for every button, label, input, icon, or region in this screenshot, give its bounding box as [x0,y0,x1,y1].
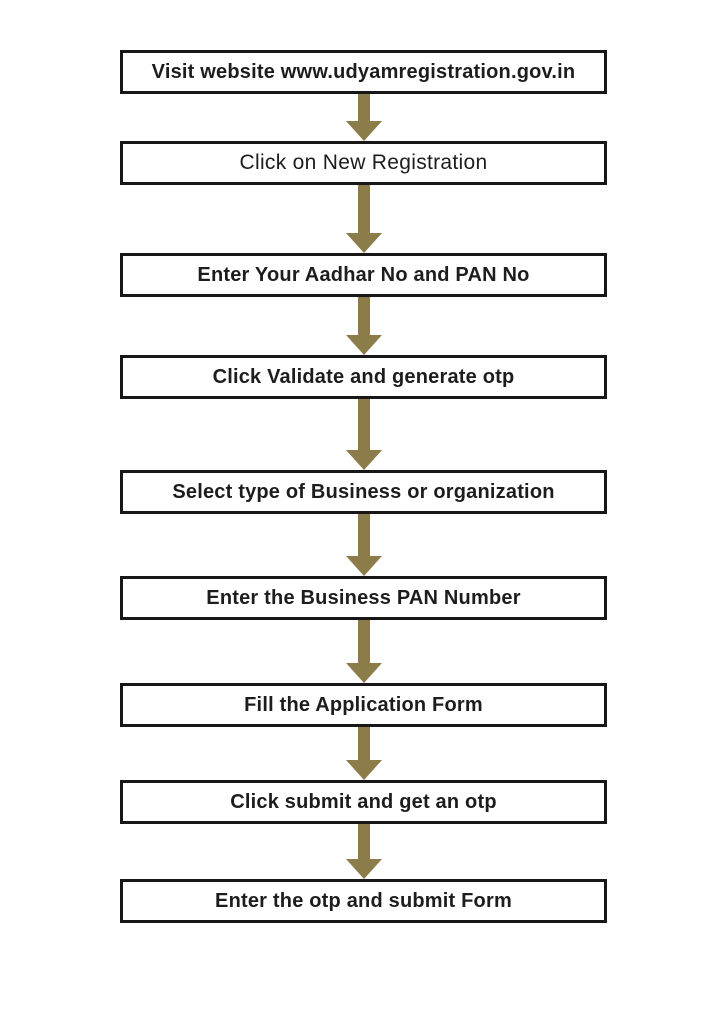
arrow-stem [357,727,370,760]
flow-step-box-7: Fill the Application Form [120,683,607,727]
flow-step-box-4: Click Validate and generate otp [120,355,607,399]
arrow-head [345,233,382,253]
flow-step-box-8: Click submit and get an otp [120,780,607,824]
flow-step-label: Visit website www.udyamregistration.gov.… [151,60,576,83]
arrow-head [345,335,382,355]
down-arrow-icon [345,514,382,576]
down-arrow-icon [345,185,382,253]
flow-step-label: Enter the Business PAN Number [206,586,521,609]
down-arrow-icon [345,399,382,470]
arrow-stem [357,94,370,121]
flow-step-box-5: Select type of Business or organization [120,470,607,514]
arrow-stem [357,824,370,859]
flow-step-label: Click submit and get an otp [230,790,497,813]
down-arrow-icon [345,620,382,683]
arrow-head [345,663,382,683]
flow-step-label: Fill the Application Form [244,693,483,716]
flow-step-label: Click Validate and generate otp [212,365,515,388]
flow-step-box-1: Visit website www.udyamregistration.gov.… [120,50,607,94]
arrow-stem [357,297,370,335]
down-arrow-icon [345,727,382,780]
arrow-stem [357,514,370,556]
flow-step-box-2: Click on New Registration [120,141,607,185]
arrow-stem [357,185,370,233]
arrow-head [345,450,382,470]
arrow-head [345,121,382,141]
flow-step-label: Enter the otp and submit Form [215,889,512,912]
flow-step-box-9: Enter the otp and submit Form [120,879,607,923]
flow-step-label: Select type of Business or organization [172,480,555,503]
down-arrow-icon [345,94,382,141]
down-arrow-icon [345,297,382,355]
flow-step-label: Enter Your Aadhar No and PAN No [197,263,530,286]
arrow-head [345,556,382,576]
arrow-head [345,859,382,879]
flowchart: Visit website www.udyamregistration.gov.… [120,50,607,923]
arrow-head [345,760,382,780]
flow-step-box-6: Enter the Business PAN Number [120,576,607,620]
flow-step-label: Click on New Registration [239,151,488,174]
arrow-stem [357,399,370,450]
flow-step-box-3: Enter Your Aadhar No and PAN No [120,253,607,297]
down-arrow-icon [345,824,382,879]
arrow-stem [357,620,370,663]
